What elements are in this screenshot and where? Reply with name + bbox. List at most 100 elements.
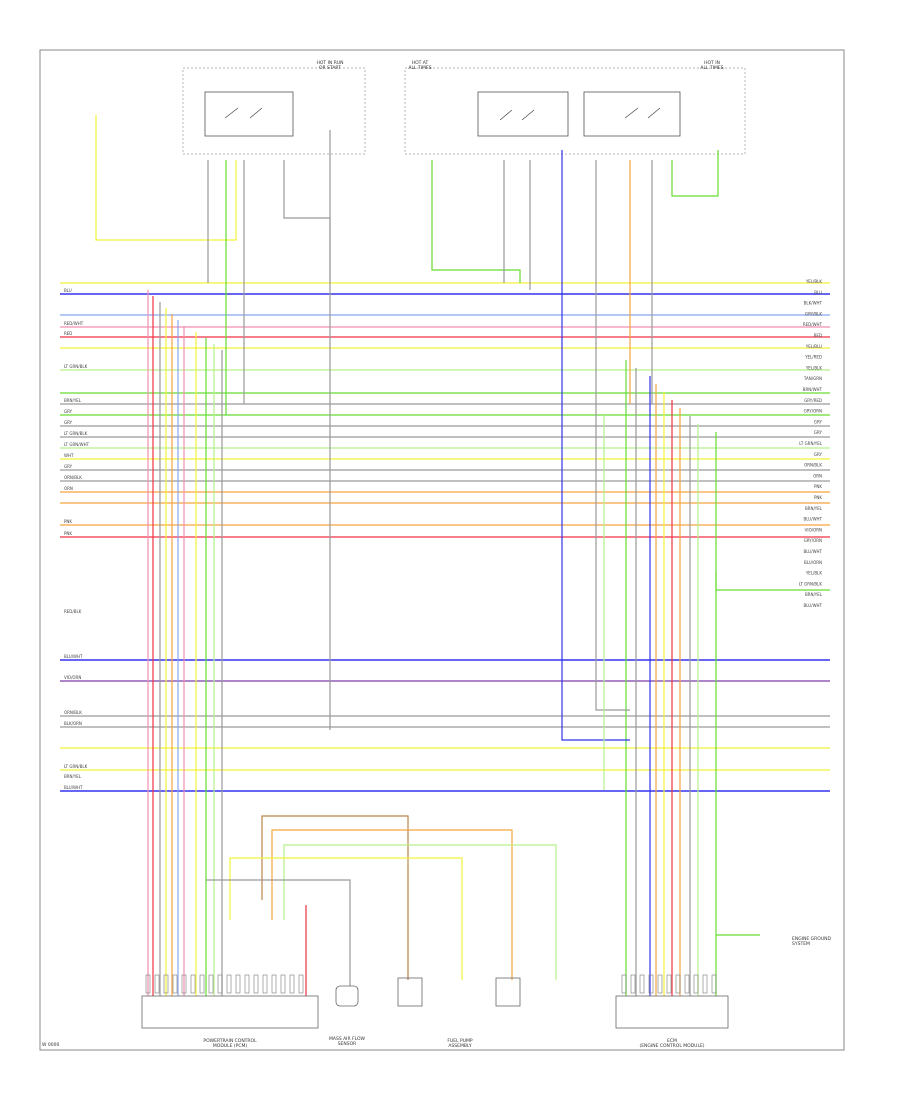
pcm-pin <box>172 974 178 994</box>
pcm-pin <box>271 974 277 994</box>
right-wire-label: ORN/BLK <box>804 463 822 468</box>
right-wire-label: GRY/RED <box>804 398 822 403</box>
wires <box>60 115 830 996</box>
pcm-connector <box>141 995 319 1029</box>
right-wire-label: TAN/GRN <box>803 376 822 381</box>
left-wire-label: PNK <box>64 519 72 524</box>
left-wire-label: ORN/BLK <box>64 710 82 715</box>
ecm-pin <box>693 974 699 994</box>
pcm-pin <box>226 974 232 994</box>
pcm-pin <box>244 974 250 994</box>
relays <box>204 91 681 137</box>
relay2-wire <box>561 150 630 741</box>
ecm-pin <box>621 974 627 994</box>
right-wire-label: YEL/BLK <box>805 279 823 284</box>
right-wire-label: PNK <box>814 484 822 489</box>
left-wire-label: GRY <box>64 420 73 425</box>
ecm-connector <box>615 995 729 1029</box>
power-box-1 <box>182 67 366 155</box>
left-wire-label: LT GRN/WHT <box>64 442 90 447</box>
ecm-pin <box>684 974 690 994</box>
left-wire-label: WHT <box>64 453 74 458</box>
pcm-pin <box>199 974 205 994</box>
left-wire-label: RED/WHT <box>64 321 84 326</box>
right-wire-label: PNK <box>814 495 822 500</box>
relay-2 <box>477 91 569 137</box>
relay3-wire <box>671 150 719 197</box>
harness-wire <box>283 844 557 980</box>
ecm-caption: ECM(ENGINE CONTROL MODULE) <box>639 1038 704 1049</box>
pcm-pin <box>154 974 160 994</box>
pcm-pin <box>289 974 295 994</box>
right-wire-label: GRY <box>814 430 823 435</box>
pcm-pin <box>145 974 151 994</box>
left-wire-label: GRY <box>64 464 73 469</box>
ecm-pin <box>630 974 636 994</box>
right-wire-label: BLU/WHT <box>804 549 823 554</box>
top-power-boxes <box>182 67 746 155</box>
right-wire-label: BRN/WHT <box>803 387 823 392</box>
sensor-body <box>335 985 359 1007</box>
pcm-pin <box>235 974 241 994</box>
page-code: W 0000 <box>42 1042 59 1048</box>
left-wire-label: BLU/WHT <box>64 654 83 659</box>
left-wire-label: GRY <box>64 409 73 414</box>
left-wire-label: BLU <box>64 288 72 293</box>
left-wire-label: PNK <box>64 531 72 536</box>
left-wire-label: ORN <box>64 486 73 491</box>
diagram-frame <box>39 49 845 1051</box>
relay3-wire <box>595 160 630 711</box>
left-wire-label: RED/BLK <box>64 609 82 614</box>
left-wire-label: LT GRN/BLK <box>64 431 88 436</box>
pcm-pin <box>181 974 187 994</box>
harness-wire <box>206 879 351 986</box>
right-wire-label: GRY/BLK <box>805 311 822 316</box>
relay-1 <box>204 91 294 137</box>
right-wire-label: RED/WHT <box>803 322 823 327</box>
right-wire-label: LT GRN/BLK <box>799 581 823 586</box>
right-wire-label: YEL/BLK <box>805 365 823 370</box>
left-wire-label: LT GRN/BLK <box>64 364 88 369</box>
harness-wire <box>229 857 463 980</box>
right-wire-label: LT GRN/YEL <box>799 441 823 446</box>
sensor-feed-wire <box>95 115 237 241</box>
right-wire-label: RED <box>814 333 822 338</box>
left-wire-label: VIO/ORN <box>64 675 81 680</box>
ecm-pin <box>666 974 672 994</box>
right-wire-label: GRY/ORN <box>804 409 822 414</box>
pump-connector-2 <box>495 977 521 1007</box>
power-box-2 <box>404 67 746 155</box>
pcm-pin <box>262 974 268 994</box>
right-wire-label: ORN <box>813 473 822 478</box>
ecm-pin <box>702 974 708 994</box>
left-wire-label: RED <box>64 331 72 336</box>
harness-wire <box>271 829 513 980</box>
right-wire-label: BLU/WHT <box>804 603 823 608</box>
relay1-wire <box>283 160 331 283</box>
wire-labels: BLU RED/WHT RED LT GRN/BLK BRN/YEL GRY GRY LT G… <box>64 279 823 790</box>
right-wire-label: VIO/ORN <box>805 527 822 532</box>
right-wire-label: BRN/YEL <box>805 506 823 511</box>
right-wire-label: YEL/RED <box>804 355 822 360</box>
ecm-pin <box>657 974 663 994</box>
ecm-feed-wire <box>715 572 830 591</box>
relay-3 <box>583 91 681 137</box>
pcm-pin <box>217 974 223 994</box>
ecm-pin <box>711 974 717 994</box>
pump-connector-1 <box>397 977 423 1007</box>
switch-2 <box>499 109 535 121</box>
left-wire-label: BRN/YEL <box>64 774 82 779</box>
pcm-pin <box>190 974 196 994</box>
right-wire-label: GRY <box>814 452 823 457</box>
left-wire-label: BRN/YEL <box>64 398 82 403</box>
relay2-wire <box>431 160 521 283</box>
pcm-pin <box>253 974 259 994</box>
right-wire-label: GRY <box>814 419 823 424</box>
